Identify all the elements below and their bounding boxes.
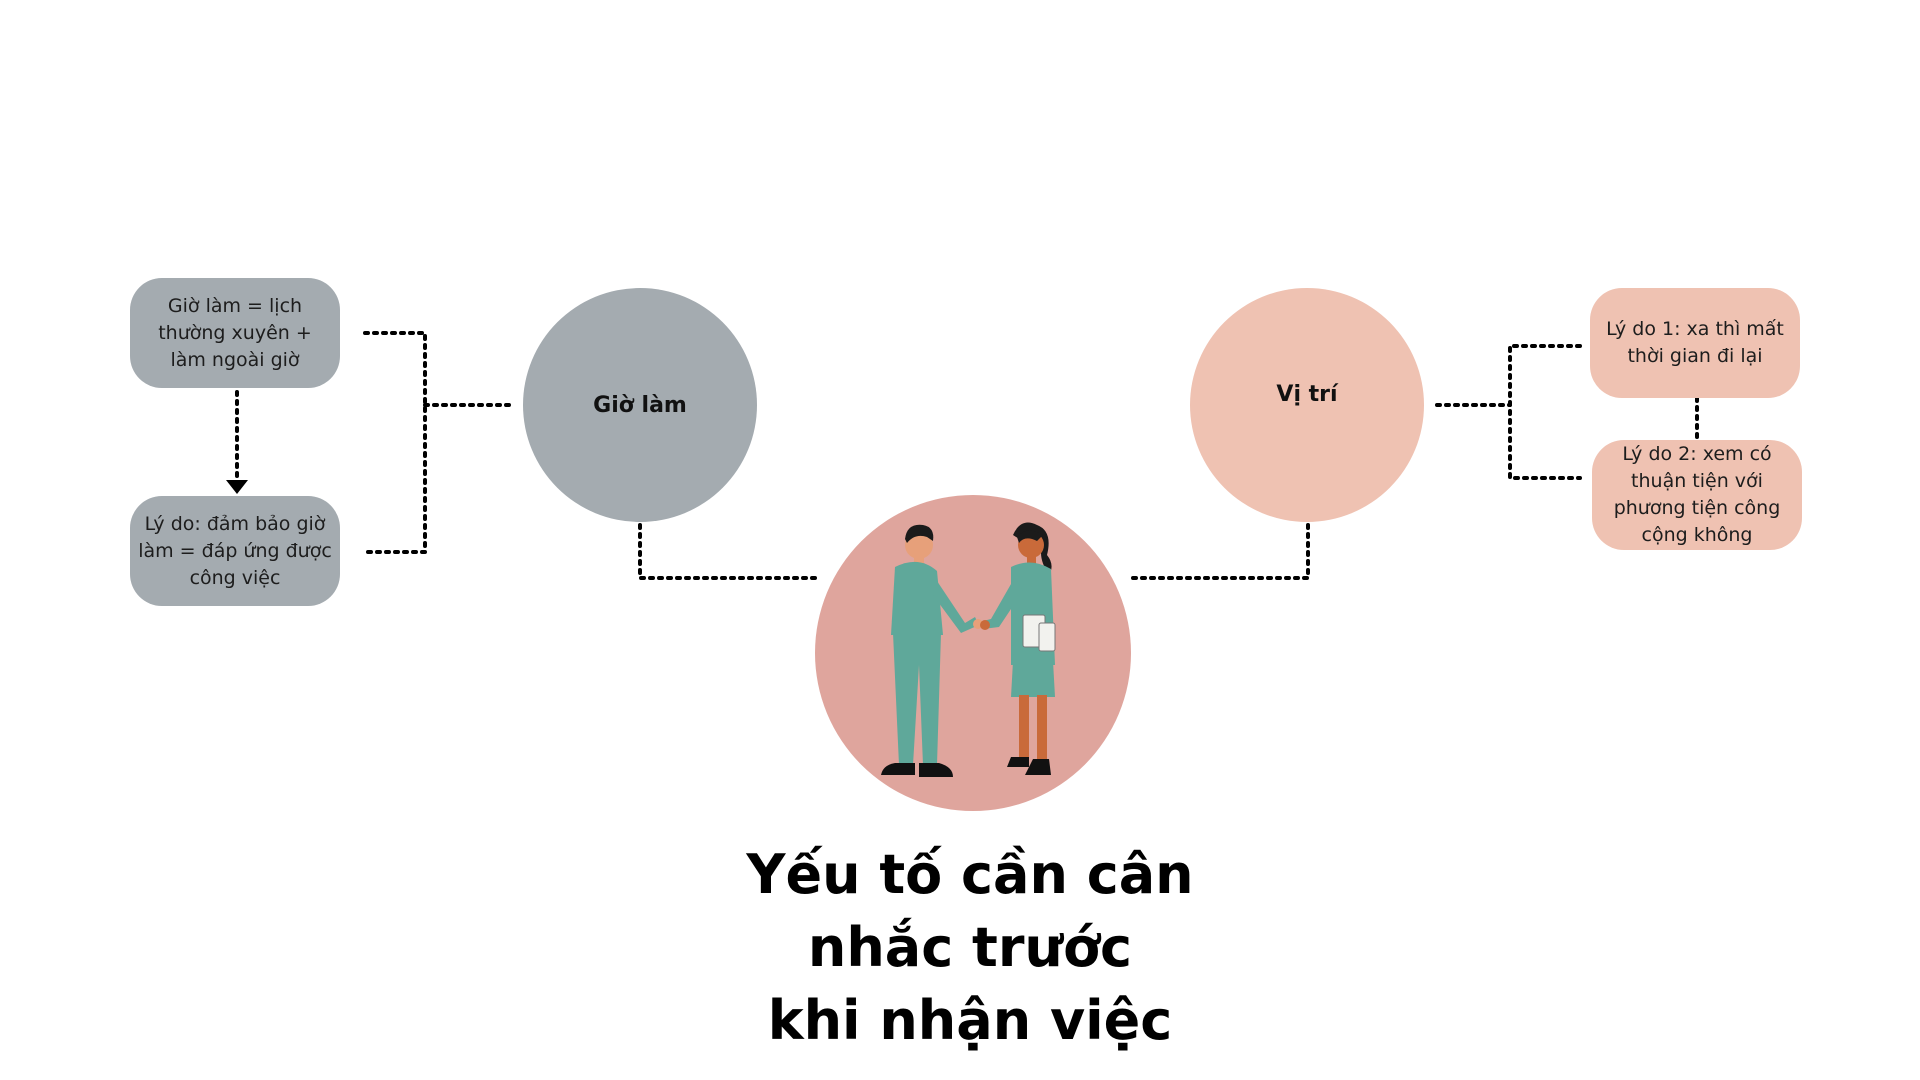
title-line-3: khi nhận việc bbox=[767, 989, 1173, 1052]
connector-hours-detail bbox=[363, 331, 427, 554]
handshake-illustration bbox=[881, 522, 1056, 777]
arrow-head-down bbox=[226, 480, 248, 494]
diagram-title: Yếu tố cần cân nhắc trước khi nhận việc bbox=[660, 838, 1280, 1057]
hours-detail-text: Giờ làm = lịch thường xuyên + làm ngoài … bbox=[158, 294, 312, 371]
location-hub-label: Vị trí bbox=[1276, 381, 1338, 407]
hours-reason-box: Lý do: đảm bảo giờ làm = đáp ứng được cô… bbox=[130, 496, 340, 606]
woman-figure bbox=[980, 522, 1056, 775]
hours-detail-box: Giờ làm = lịch thường xuyên + làm ngoài … bbox=[130, 278, 340, 388]
hours-hub-circle: Giờ làm bbox=[523, 288, 757, 522]
location-reason-2-box: Lý do 2: xem có thuận tiện với phương ti… bbox=[1592, 440, 1802, 550]
connector-location-reasons bbox=[1508, 344, 1582, 480]
location-reason-2-text: Lý do 2: xem có thuận tiện với phương ti… bbox=[1613, 443, 1781, 546]
hours-hub-label: Giờ làm bbox=[593, 392, 687, 418]
location-hub-circle: Vị trí bbox=[1190, 288, 1424, 522]
location-reason-1-box: Lý do 1: xa thì mất thời gian đi lại bbox=[1590, 288, 1800, 398]
location-reason-1-text: Lý do 1: xa thì mất thời gian đi lại bbox=[1606, 318, 1784, 367]
title-line-2: nhắc trước bbox=[807, 916, 1133, 979]
center-circle bbox=[815, 495, 1131, 811]
hours-reason-text: Lý do: đảm bảo giờ làm = đáp ứng được cô… bbox=[138, 512, 332, 589]
title-line-1: Yếu tố cần cân bbox=[746, 843, 1194, 906]
man-figure bbox=[881, 524, 983, 777]
